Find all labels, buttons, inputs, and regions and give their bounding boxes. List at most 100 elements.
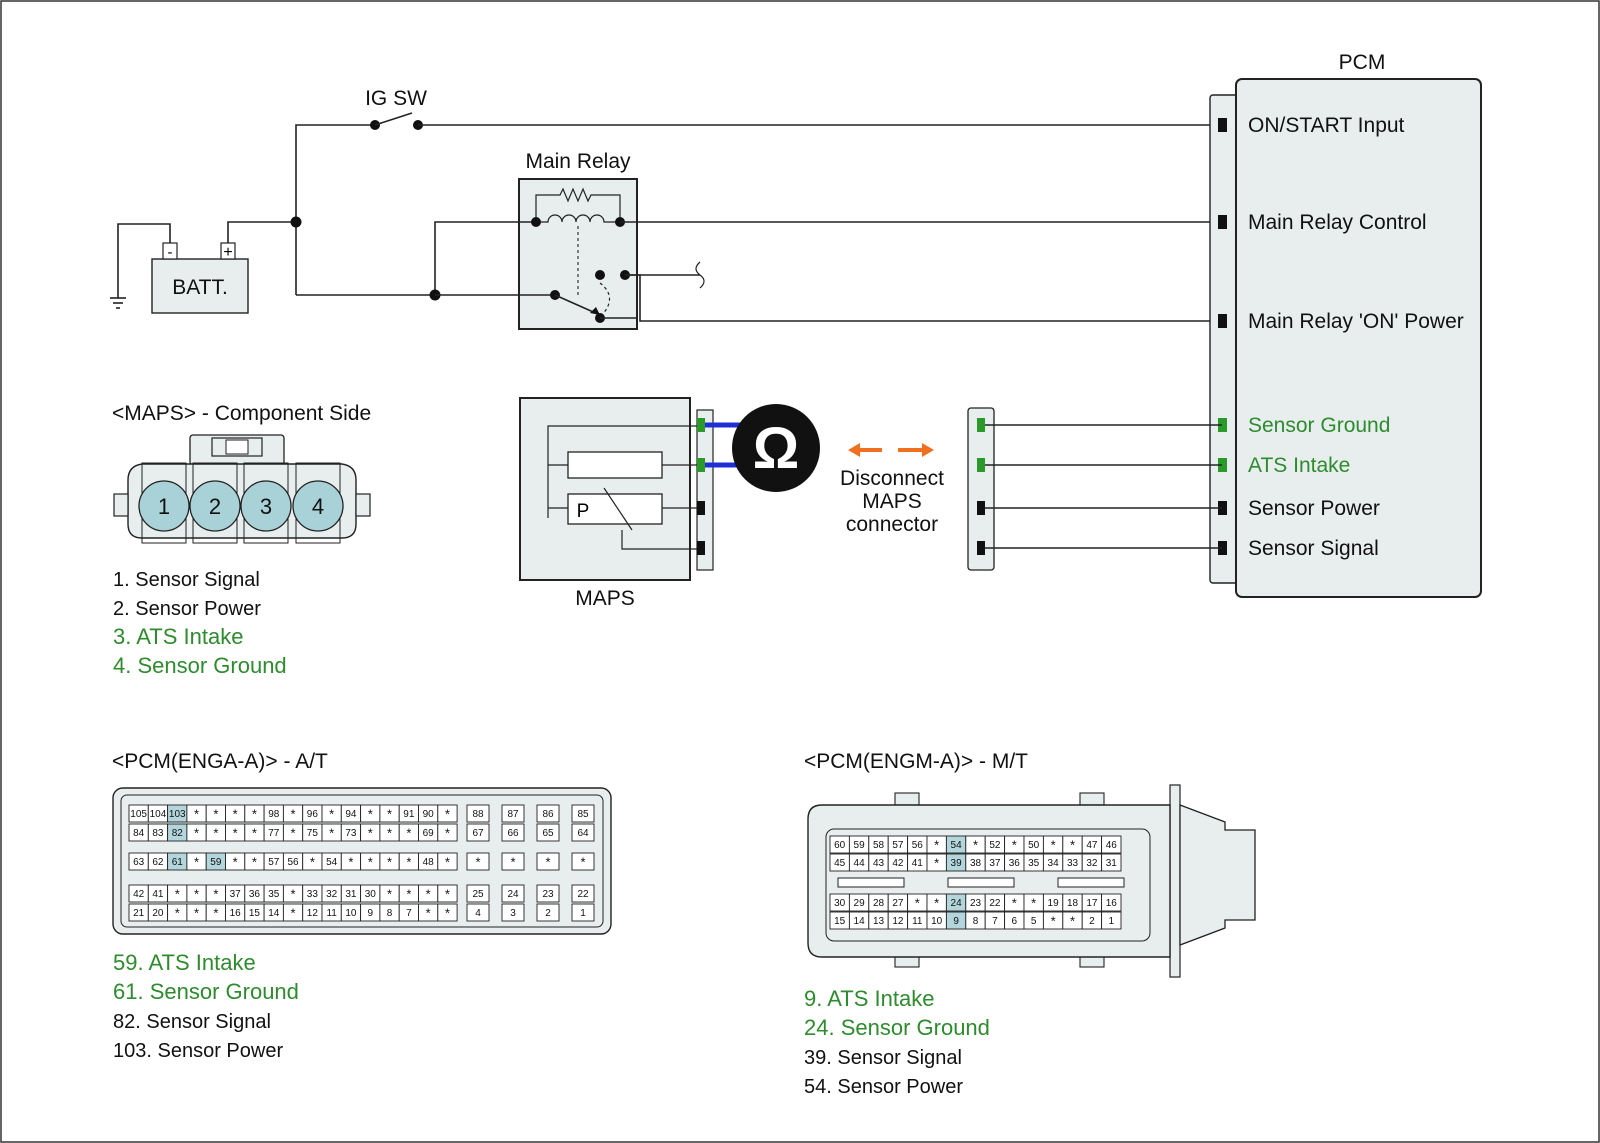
pin-label: 1	[580, 908, 586, 919]
pin-label: 62	[152, 857, 164, 868]
pin-label: 5	[1031, 916, 1037, 927]
pin-cell	[437, 804, 458, 823]
pin-label: *	[387, 887, 392, 902]
pin-cell	[571, 903, 595, 922]
pin-cell	[466, 852, 490, 871]
pin-label: 45	[834, 858, 846, 869]
pin-cell	[437, 884, 458, 903]
pin-label: 35	[1028, 858, 1040, 869]
maps-label: MAPS	[575, 587, 635, 610]
pcm-terminal-label: Sensor Power	[1248, 497, 1380, 520]
battery-plus: +	[223, 244, 232, 261]
pcm-terminal-label: ON/START Input	[1248, 114, 1405, 137]
pin-label: *	[233, 807, 238, 822]
pin-label: 88	[472, 809, 484, 820]
pin-label: 29	[854, 898, 866, 909]
pin-label: 22	[577, 889, 589, 900]
pin-label: 41	[152, 889, 164, 900]
pin-label: 60	[834, 840, 846, 851]
maps-pin	[240, 480, 292, 532]
pin-cell	[1101, 911, 1122, 930]
maps-connector-title: <MAPS> - Component Side	[112, 402, 371, 425]
maps-sensor: MAPS P	[519, 397, 745, 610]
pin-label: 32	[1086, 858, 1098, 869]
pin-label: *	[387, 855, 392, 870]
pin-label: 10	[931, 916, 943, 927]
disconnect-arrows-icon	[848, 443, 934, 457]
pin-label: *	[291, 906, 296, 921]
pcm-terminal-pin	[1218, 314, 1227, 328]
pin-label: 28	[873, 898, 885, 909]
pin-label: *	[252, 855, 257, 870]
pin-label: 57	[268, 857, 280, 868]
pin-label: *	[175, 887, 180, 902]
pin-label: 39	[951, 858, 963, 869]
pin-label: *	[387, 826, 392, 841]
pin-label: *	[406, 826, 411, 841]
pin-label: 54	[951, 840, 963, 851]
pin-cell	[1101, 853, 1122, 872]
pin-label: *	[915, 896, 920, 911]
pin-label: 33	[307, 889, 319, 900]
pin-cell	[501, 903, 525, 922]
maps-pin-number: 3	[260, 494, 272, 519]
pin-label: *	[1070, 838, 1075, 853]
pin-cell	[501, 804, 525, 823]
pin-cell	[571, 804, 595, 823]
pin-label: *	[973, 838, 978, 853]
pin-label: 7	[406, 908, 412, 919]
pcm-terminal-label: Main Relay 'ON' Power	[1248, 310, 1464, 333]
pin-label: 66	[507, 828, 519, 839]
pin-label: 65	[542, 828, 554, 839]
pin-label: *	[406, 887, 411, 902]
pin-label: 16	[230, 908, 242, 919]
pin-label: *	[368, 807, 373, 822]
pin-label: *	[445, 807, 450, 822]
pin-label: *	[445, 855, 450, 870]
pin-label: 25	[472, 889, 484, 900]
ohm-symbol: Ω	[753, 416, 800, 481]
pin-label: 2	[1089, 916, 1095, 927]
pin-label: 48	[423, 857, 435, 868]
disconnect-line-1: Disconnect	[840, 467, 944, 490]
maps-pin	[138, 480, 190, 532]
pcm-terminal-pin	[1218, 118, 1227, 132]
pin-label: 4	[475, 908, 481, 919]
pin-label: *	[213, 906, 218, 921]
main-relay-label: Main Relay	[525, 150, 631, 173]
pin-label: *	[194, 855, 199, 870]
pin-label: 75	[307, 828, 319, 839]
pin-label: 84	[133, 828, 145, 839]
maps-legend-item: 3. ATS Intake	[113, 624, 243, 649]
pin-label: *	[291, 887, 296, 902]
pin-label: 2	[545, 908, 551, 919]
pin-label: *	[934, 856, 939, 871]
pin-label: 57	[892, 840, 904, 851]
pin-label: 20	[152, 908, 164, 919]
pin-label: 27	[892, 898, 904, 909]
pin-label: 7	[992, 916, 998, 927]
ohmmeter-icon: Ω	[732, 404, 820, 492]
maps-legend-item: 2. Sensor Power	[113, 598, 261, 620]
harness-connector	[967, 407, 1222, 571]
pin-label: *	[426, 906, 431, 921]
pin-label: 103	[169, 809, 186, 820]
pin-label: *	[194, 906, 199, 921]
pin-label: *	[1070, 914, 1075, 929]
pin-label: 52	[989, 840, 1001, 851]
pin-label: 31	[1106, 858, 1118, 869]
pin-label: *	[1012, 838, 1017, 853]
pin-label: 6	[1012, 916, 1018, 927]
pin-label: 61	[172, 857, 184, 868]
pin-label: *	[934, 896, 939, 911]
pin-label: 18	[1067, 898, 1079, 909]
ig-sw-label: IG SW	[365, 87, 427, 110]
pin-label: 1	[1109, 916, 1115, 927]
pin-label: *	[445, 906, 450, 921]
pin-label: *	[475, 855, 480, 870]
pin-label: *	[194, 826, 199, 841]
pin-label: 59	[854, 840, 866, 851]
pin-label: *	[445, 887, 450, 902]
pin-label: 8	[387, 908, 393, 919]
